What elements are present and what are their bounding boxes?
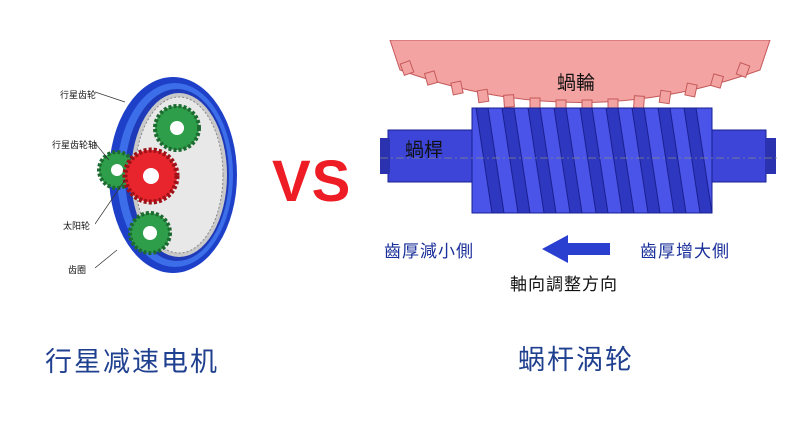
axis-adjust-label: 軸向調整方向: [510, 275, 618, 295]
planetary-gear-diagram: [95, 77, 237, 273]
thin-side-label: 齒厚減小側: [384, 242, 474, 262]
label-planet-shaft: 行星齿轮轴: [52, 141, 98, 151]
vs-text: VS: [272, 149, 352, 214]
thick-side-label: 齒厚增大側: [640, 242, 730, 262]
label-ring-gear: 齿圈: [68, 266, 87, 276]
worm-label: 蝸桿: [405, 139, 444, 161]
label-planet-gear: 行星齿轮: [60, 91, 97, 101]
left-caption: 行星减速电机: [45, 347, 219, 378]
label-sun-gear: 太阳轮: [63, 222, 91, 232]
sun-gear: [122, 147, 180, 205]
worm-wheel-label: 蝸輪: [557, 72, 596, 94]
worm-gear-diagram: [380, 40, 780, 214]
arrow-left-icon: [542, 235, 610, 263]
planet-gear-top: [153, 104, 201, 152]
planet-gear-bottom: [128, 211, 172, 255]
right-caption: 蜗杆涡轮: [518, 345, 634, 376]
